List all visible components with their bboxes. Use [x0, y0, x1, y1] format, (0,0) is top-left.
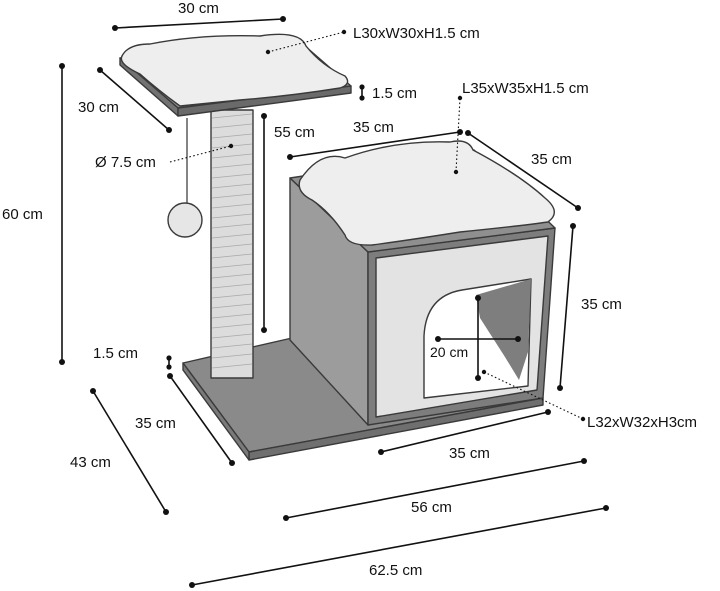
leader-lines — [169, 29, 586, 422]
label-base-depth-left: 35 cm — [135, 415, 176, 432]
label-house-top-depth: 35 cm — [531, 151, 572, 168]
house-cushion — [298, 140, 555, 246]
label-house-top-width: 35 cm — [353, 119, 394, 136]
label-top-platform-depth: 30 cm — [78, 99, 119, 116]
label-top-cushion-size: L30xW30xH1.5 cm — [353, 25, 480, 42]
label-inner-cushion-size: L32xW32xH3cm — [587, 414, 697, 431]
label-house-height: 35 cm — [581, 296, 622, 313]
label-base-thickness: 1.5 cm — [93, 345, 138, 362]
label-overall-depth: 43 cm — [70, 454, 111, 471]
post-rope-lines — [211, 113, 253, 369]
label-overall-width: 62.5 cm — [369, 562, 422, 579]
label-house-cushion-size: L35xW35xH1.5 cm — [462, 80, 589, 97]
label-entrance-size: 20 cm — [430, 344, 468, 360]
label-base-width: 56 cm — [411, 499, 452, 516]
label-post-diameter: Ø 7.5 cm — [95, 154, 156, 171]
label-house-front-width: 35 cm — [449, 445, 490, 462]
dimension-lines — [59, 16, 609, 588]
label-total-height: 60 cm — [2, 206, 43, 223]
label-post-height: 55 cm — [274, 124, 315, 141]
toy-ball — [167, 202, 203, 238]
base-board-left — [182, 362, 250, 461]
label-top-platform-width: 30 cm — [178, 0, 219, 17]
label-top-platform-thickness: 1.5 cm — [372, 85, 417, 102]
dimension-labels: 30 cm L30xW30xH1.5 cm 30 cm 1.5 cm L35xW… — [2, 0, 697, 579]
entrance-interior-shadow — [476, 279, 531, 380]
top-platform-cushion — [120, 33, 349, 107]
